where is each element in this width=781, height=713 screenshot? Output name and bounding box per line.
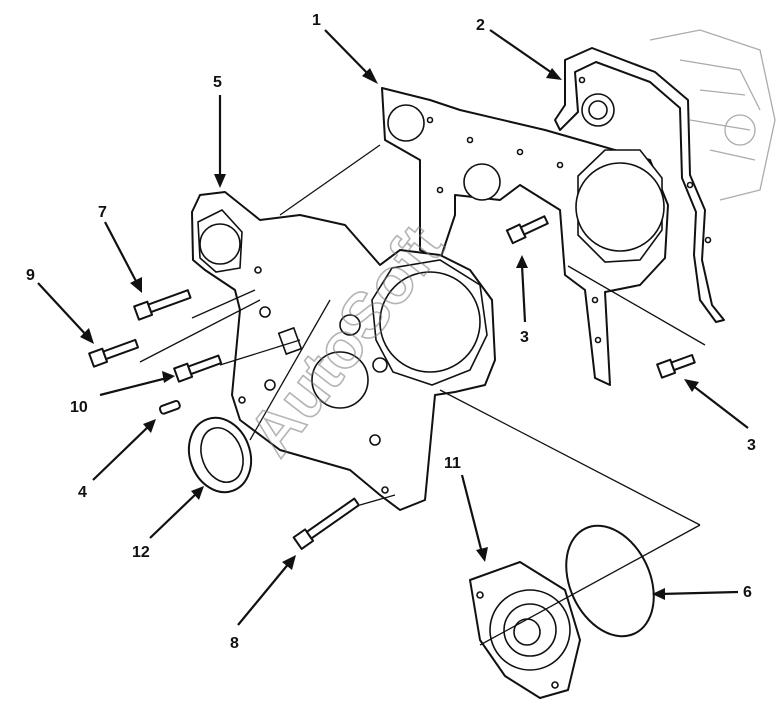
- callout-labels: 1 2 3 3 4 5 6 7 8 9 10 11 12: [26, 12, 756, 652]
- callout-1: 1: [312, 12, 321, 29]
- callout-12: 12: [132, 544, 150, 561]
- o-ring-part: [565, 524, 655, 638]
- callout-2: 2: [476, 17, 485, 34]
- callout-3-lower: 3: [747, 437, 756, 454]
- callout-5: 5: [213, 74, 222, 91]
- dowel-pin-part-4: [158, 399, 181, 415]
- callout-10: 10: [70, 399, 88, 416]
- bolt-part-7: [133, 289, 192, 321]
- callout-arrows: [37, 29, 749, 626]
- callout-11: 11: [444, 455, 461, 472]
- seal-carrier-part: [469, 561, 581, 699]
- callout-9: 9: [26, 267, 35, 284]
- gasket-part: [554, 47, 725, 323]
- bolt-part-3-lower: [656, 354, 696, 379]
- bolt-part-9: [88, 338, 140, 368]
- callout-8: 8: [230, 635, 239, 652]
- engine-background-sketch: [649, 29, 776, 201]
- front-cover-part: [191, 191, 496, 511]
- oil-seal-part: [187, 416, 253, 494]
- alignment-lines: [139, 144, 706, 646]
- bolt-part-8: [292, 497, 360, 550]
- callout-6: 6: [743, 584, 752, 601]
- bolt-part-3-upper: [505, 215, 549, 245]
- callout-3-upper: 3: [520, 329, 529, 346]
- callout-4: 4: [78, 484, 87, 501]
- front-plate-part: [381, 87, 669, 386]
- callout-7: 7: [98, 204, 107, 221]
- bolt-part-10: [173, 354, 223, 383]
